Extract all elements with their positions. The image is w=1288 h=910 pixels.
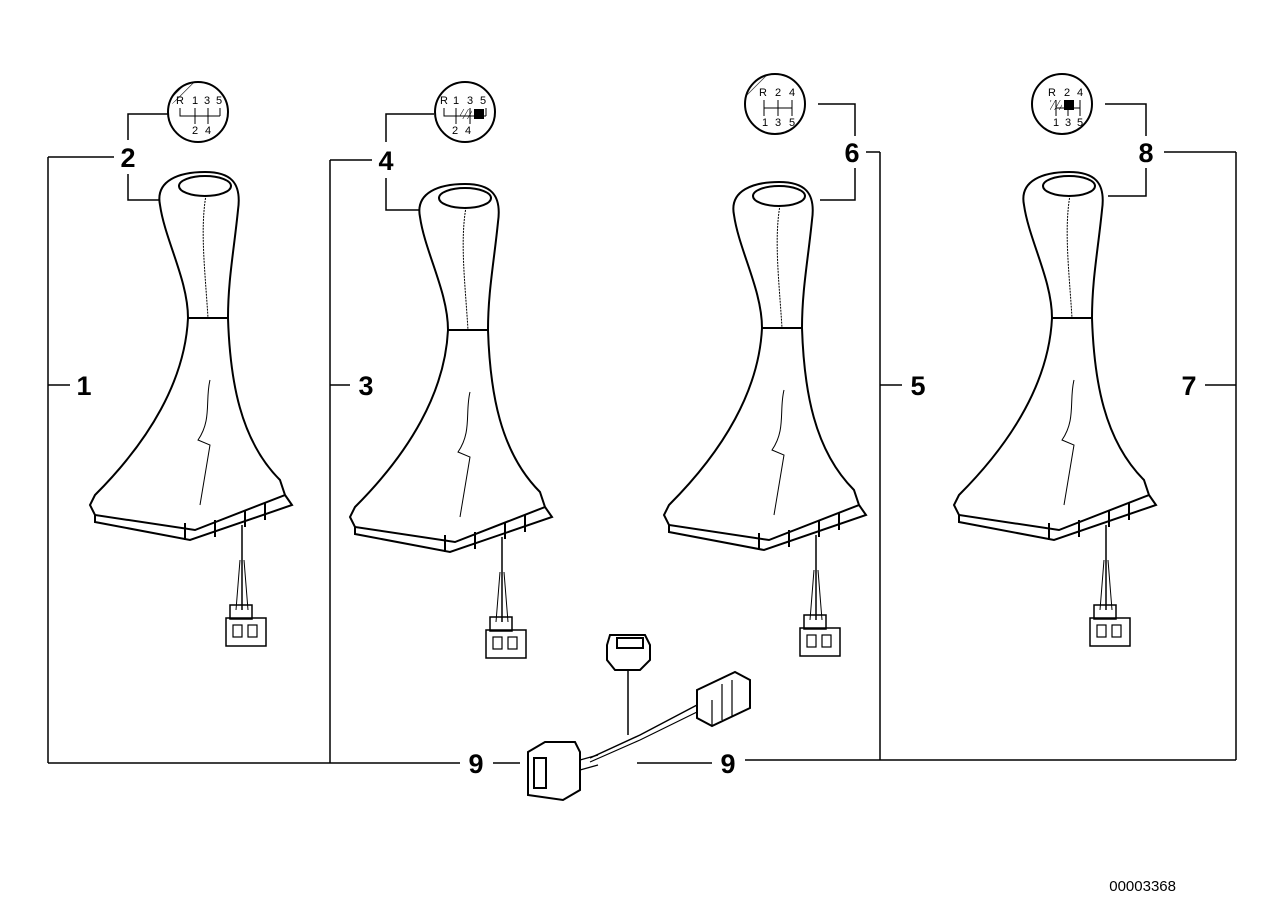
m-logo-icon xyxy=(474,109,484,119)
gear-label: 5 xyxy=(216,95,222,107)
gear-label: 3 xyxy=(775,117,781,129)
gear-label: 2 xyxy=(452,125,458,137)
m-stripes-icon xyxy=(460,109,472,119)
shift-knob-with-boot-1 xyxy=(88,170,294,647)
callout-4: 4 xyxy=(378,146,393,176)
callout-2: 2 xyxy=(120,143,135,173)
gear-label: 4 xyxy=(789,87,795,99)
leader-lines xyxy=(47,103,1237,764)
callout-5: 5 xyxy=(910,371,925,401)
gear-label-r: R xyxy=(176,95,184,107)
gear-label: 2 xyxy=(775,87,781,99)
gear-pattern-disc-4: R 1 3 5 2 4 xyxy=(434,81,496,143)
m-logo-icon xyxy=(1064,100,1074,110)
callout-8: 8 xyxy=(1138,138,1153,168)
gear-pattern-disc-6: R 2 4 1 3 5 xyxy=(744,73,806,135)
callout-7: 7 xyxy=(1181,371,1196,401)
gear-label: R xyxy=(1048,87,1056,99)
gear-label: 5 xyxy=(1077,117,1083,129)
gear-label: 3 xyxy=(204,95,210,107)
gear-label: 1 xyxy=(192,95,198,107)
gear-label: 1 xyxy=(762,117,768,129)
shift-knob-with-boot-4 xyxy=(952,170,1158,647)
gear-label: 5 xyxy=(480,95,486,107)
gear-label: 3 xyxy=(467,95,473,107)
callout-3: 3 xyxy=(358,371,373,401)
wiring-harness xyxy=(527,634,751,802)
document-id: 00003368 xyxy=(1109,878,1176,895)
m-stripes-icon xyxy=(1050,100,1062,110)
shift-knob-with-boot-2 xyxy=(348,182,554,659)
callout-9-right: 9 xyxy=(720,749,735,779)
gear-label: 4 xyxy=(205,125,211,137)
gear-label: 2 xyxy=(192,125,198,137)
gear-label: 4 xyxy=(465,125,471,137)
callout-1: 1 xyxy=(76,371,91,401)
gear-label: 1 xyxy=(453,95,459,107)
gear-label: R xyxy=(759,87,767,99)
gear-label: 1 xyxy=(1053,117,1059,129)
gear-label: 3 xyxy=(1065,117,1071,129)
callout-9-left: 9 xyxy=(468,749,483,779)
callout-6: 6 xyxy=(844,138,859,168)
gear-pattern-disc-2: R 1 3 5 2 4 xyxy=(167,81,229,143)
gear-label: 4 xyxy=(1077,87,1083,99)
gear-label: R xyxy=(440,95,448,107)
gear-label: 2 xyxy=(1064,87,1070,99)
gear-label: 5 xyxy=(789,117,795,129)
gear-pattern-disc-8: R 2 4 1 3 5 xyxy=(1031,73,1093,135)
shift-knob-with-boot-3 xyxy=(662,180,868,657)
